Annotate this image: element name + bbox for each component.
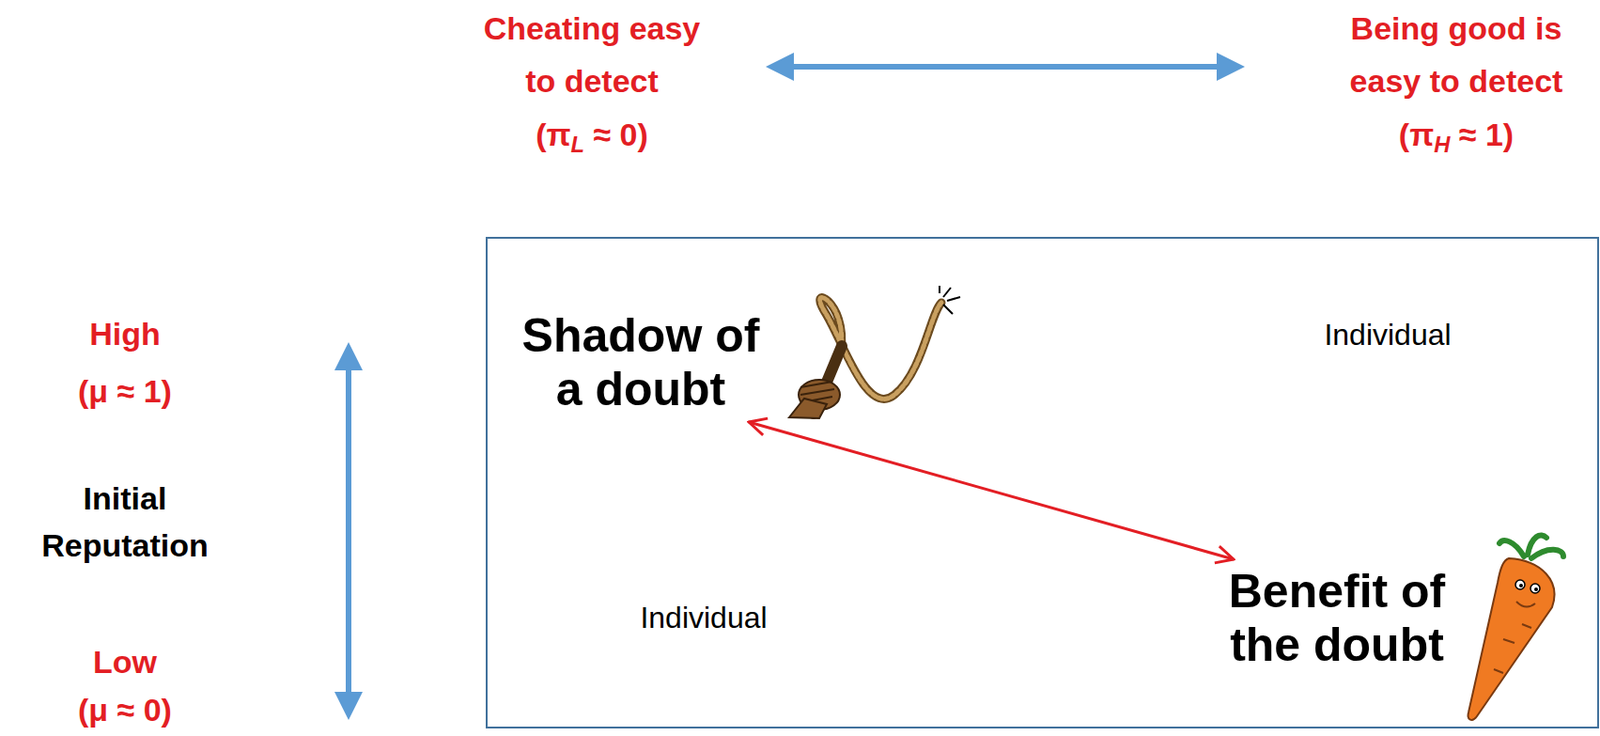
matrix-frame	[486, 237, 1599, 728]
axis-end-label: Being good is easy to detect	[1338, 1, 1574, 108]
double-arrow	[748, 421, 1234, 560]
axis-end-formula: (πL ≈ 0)	[474, 108, 710, 171]
axis-end-formula: (μ ≈ 1)	[31, 367, 219, 415]
strategy-name: Benefit of the doubt	[1214, 564, 1460, 672]
strategy-label: Shadow of a doubt	[513, 309, 768, 417]
axis-end-label: Cheating easy to detect	[474, 1, 710, 108]
cell-label: Individual	[1284, 316, 1492, 353]
axis-end-label: High	[31, 310, 219, 358]
axis-end-formula: (πH ≈ 1)	[1338, 108, 1574, 171]
cell-label: Individual	[600, 599, 808, 636]
horizontal-double-arrow	[765, 52, 1245, 81]
axis-end-formula: (μ ≈ 0)	[31, 685, 219, 733]
cell-label: Individual	[600, 599, 808, 636]
axis-end-label: High	[31, 310, 219, 358]
carrot-icon	[1468, 534, 1564, 719]
axis-end-formula: (πL ≈ 0)	[474, 108, 710, 171]
axis-end-formula: (μ ≈ 0)	[31, 685, 219, 733]
axis-end-label: Cheating easy to detect	[474, 1, 710, 108]
strategy-label: Benefit of the doubt	[1214, 564, 1460, 672]
cell-label: Individual	[1284, 316, 1492, 353]
vertical-double-arrow	[334, 341, 363, 720]
axis-end-formula: (μ ≈ 1)	[31, 367, 219, 415]
axis-end-label: Low	[31, 637, 219, 685]
axis-title: Initial Reputation	[31, 474, 219, 569]
axis-end-label: Low	[31, 637, 219, 685]
strategy-name: Shadow of a doubt	[513, 309, 768, 417]
axis-end-formula: (πH ≈ 1)	[1338, 108, 1574, 171]
axis-end-label: Being good is easy to detect	[1338, 1, 1574, 108]
axis-title: Initial Reputation	[31, 474, 219, 569]
whip-icon	[789, 285, 961, 419]
